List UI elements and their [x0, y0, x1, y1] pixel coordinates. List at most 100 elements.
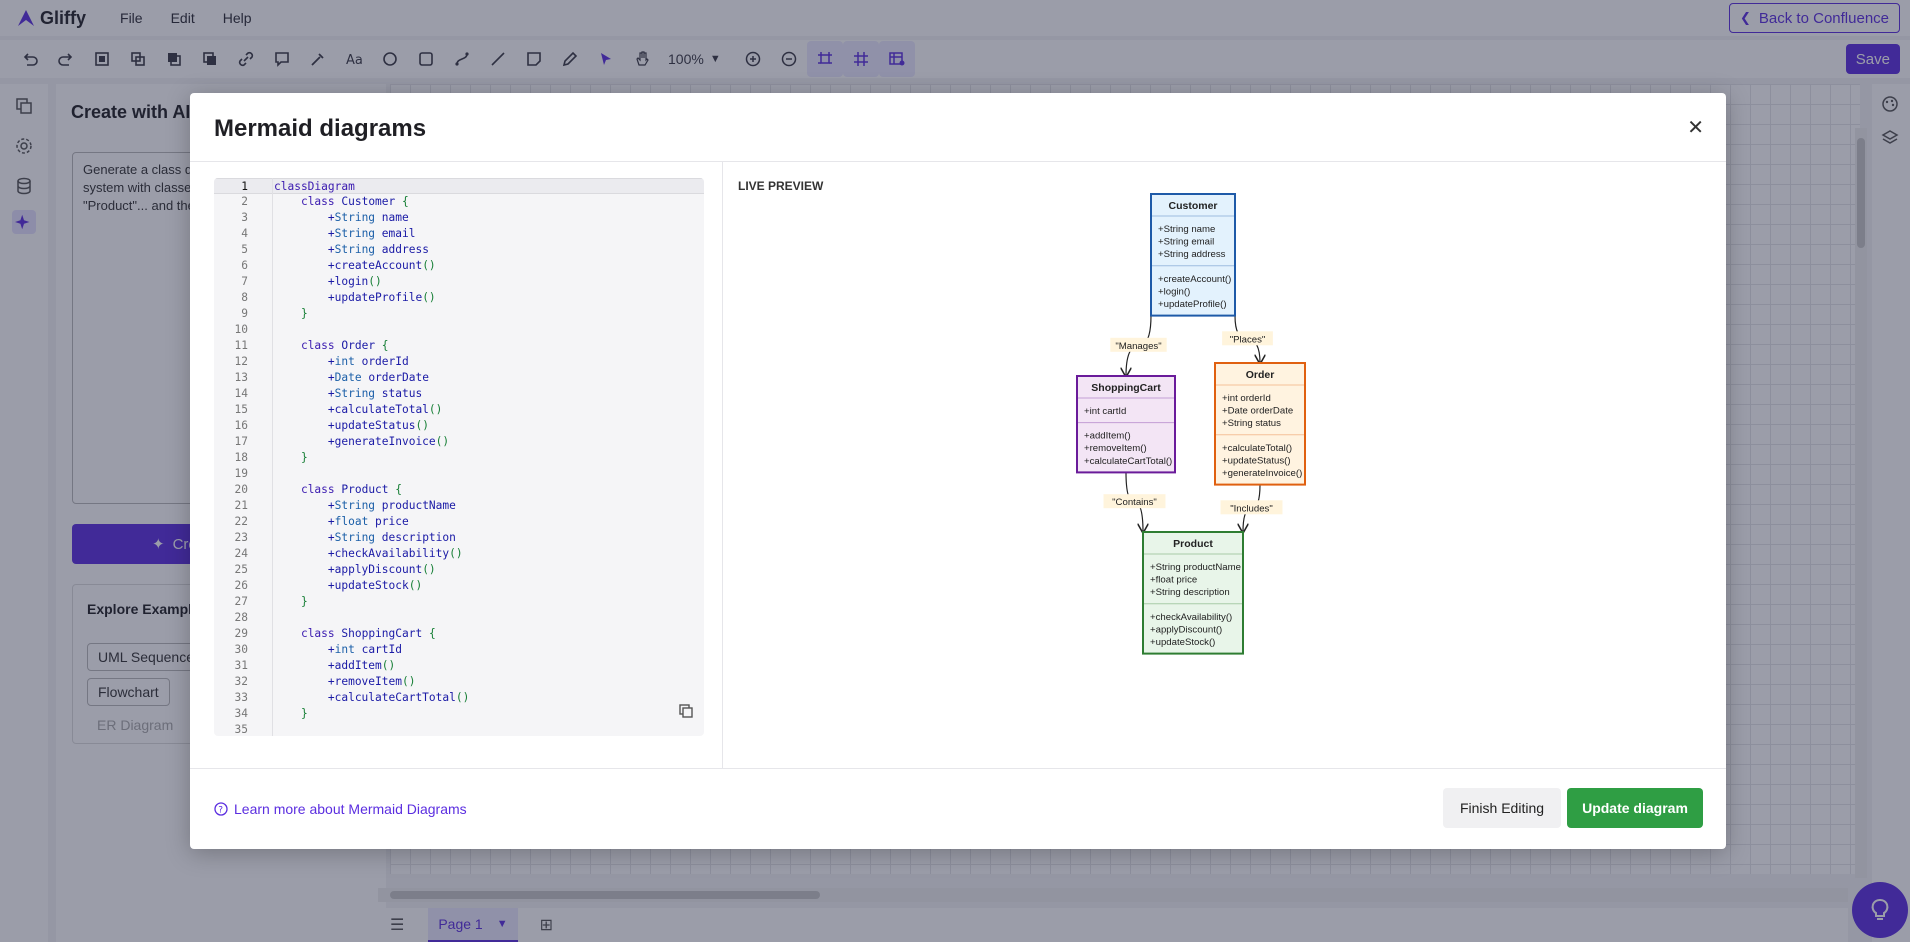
code-line[interactable]: 22 +float price: [214, 514, 704, 530]
layers-icon[interactable]: [1880, 128, 1900, 153]
chevron-down-icon: ▼: [496, 918, 508, 930]
example-er-diagram[interactable]: ER Diagram: [97, 717, 174, 733]
save-button[interactable]: Save: [1845, 44, 1900, 74]
code-line[interactable]: 25 +applyDiscount(): [214, 562, 704, 578]
example-flowchart[interactable]: Flowchart: [87, 678, 170, 706]
code-line[interactable]: 14 +String status: [214, 386, 704, 402]
code-text: class Product {: [300, 483, 403, 496]
help-circle-icon: ?: [214, 802, 228, 816]
menu-edit[interactable]: Edit: [170, 10, 195, 26]
menu-help[interactable]: Help: [222, 10, 252, 26]
snap-icon[interactable]: [806, 41, 843, 77]
vertical-scroll-thumb[interactable]: [1857, 138, 1865, 248]
code-line[interactable]: 15 +calculateTotal(): [214, 402, 704, 418]
relations: "Manages""Places""Contains""Includes": [1103, 315, 1283, 532]
learn-more-link[interactable]: ? Learn more about Mermaid Diagrams: [214, 801, 467, 817]
horizontal-scrollbar[interactable]: [378, 888, 1848, 902]
add-page-icon[interactable]: ⊞: [539, 917, 554, 934]
code-line[interactable]: 23 +String description: [214, 530, 704, 546]
page-bar: ☰ Page 1 ▼ ⊞: [378, 908, 1848, 942]
table-settings-icon[interactable]: [878, 41, 915, 77]
code-line[interactable]: 35: [214, 722, 704, 736]
group-icon[interactable]: [120, 41, 156, 77]
link-icon[interactable]: [228, 41, 264, 77]
code-text: +updateProfile(): [274, 291, 436, 304]
code-line[interactable]: 17 +generateInvoice(): [214, 434, 704, 450]
page-list-icon[interactable]: ☰: [390, 917, 405, 934]
line-icon[interactable]: [480, 41, 516, 77]
back-to-confluence-button[interactable]: ❮ Back to Confluence: [1729, 3, 1900, 33]
comment-icon[interactable]: [264, 41, 300, 77]
rectangle-icon[interactable]: [408, 41, 444, 77]
fit-icon[interactable]: [84, 41, 120, 77]
ai-sparkle-icon[interactable]: [12, 210, 36, 234]
database-icon[interactable]: [12, 174, 36, 198]
eyedropper-icon[interactable]: [300, 41, 336, 77]
code-line[interactable]: 28: [214, 610, 704, 626]
code-line[interactable]: 5 +String address: [214, 242, 704, 258]
pointer-icon[interactable]: [588, 41, 624, 77]
code-line[interactable]: 4 +String email: [214, 226, 704, 242]
sticky-note-icon[interactable]: [516, 41, 552, 77]
zoom-out-icon[interactable]: [771, 41, 807, 77]
code-line[interactable]: 32 +removeItem(): [214, 674, 704, 690]
code-line[interactable]: 30 +int cartId: [214, 642, 704, 658]
finish-editing-button[interactable]: Finish Editing: [1443, 788, 1561, 828]
page-tab[interactable]: Page 1 ▼: [428, 908, 518, 942]
grid-icon[interactable]: [842, 41, 879, 77]
code-line[interactable]: 3 +String name: [214, 210, 704, 226]
horizontal-scroll-thumb[interactable]: [390, 891, 820, 899]
code-line[interactable]: 21 +String productName: [214, 498, 704, 514]
line-number: 12: [234, 355, 248, 368]
pencil-icon[interactable]: [552, 41, 588, 77]
zoom-in-icon[interactable]: [735, 41, 771, 77]
redo-icon[interactable]: [48, 41, 84, 77]
line-number: 26: [234, 579, 248, 592]
gear-icon[interactable]: [12, 134, 36, 158]
code-line[interactable]: 11 class Order {: [214, 338, 704, 354]
line-number: 34: [234, 707, 248, 720]
menu-file[interactable]: File: [120, 10, 143, 26]
code-line[interactable]: 20 class Product {: [214, 482, 704, 498]
code-line[interactable]: 27 }: [214, 594, 704, 610]
code-line[interactable]: 10: [214, 322, 704, 338]
code-line[interactable]: 31 +addItem(): [214, 658, 704, 674]
zoom-select[interactable]: 100%▼: [668, 51, 721, 67]
connector-icon[interactable]: [444, 41, 480, 77]
help-lightbulb-button[interactable]: [1852, 882, 1908, 938]
close-icon[interactable]: ✕: [1687, 117, 1704, 139]
code-line[interactable]: 9 }: [214, 306, 704, 322]
code-line[interactable]: 6 +createAccount(): [214, 258, 704, 274]
pan-hand-icon[interactable]: [624, 41, 660, 77]
zoom-value: 100%: [668, 51, 704, 67]
shapes-icon[interactable]: [12, 94, 36, 118]
vertical-scrollbar[interactable]: [1855, 128, 1867, 878]
code-line[interactable]: 29 class ShoppingCart {: [214, 626, 704, 642]
relation-label-bg: [1220, 500, 1283, 515]
ellipse-icon[interactable]: [372, 41, 408, 77]
line-number: 21: [234, 499, 248, 512]
code-line[interactable]: 26 +updateStock(): [214, 578, 704, 594]
code-line[interactable]: 8 +updateProfile(): [214, 290, 704, 306]
code-line[interactable]: 34 }: [214, 706, 704, 722]
palette-icon[interactable]: [1880, 94, 1900, 119]
code-line[interactable]: 13 +Date orderDate: [214, 370, 704, 386]
copy-icon[interactable]: [678, 703, 694, 724]
code-line[interactable]: 18 }: [214, 450, 704, 466]
code-line[interactable]: 12 +int orderId: [214, 354, 704, 370]
code-line[interactable]: 16 +updateStatus(): [214, 418, 704, 434]
code-line[interactable]: 33 +calculateCartTotal(): [214, 690, 704, 706]
update-diagram-button[interactable]: Update diagram: [1567, 788, 1703, 828]
code-line[interactable]: 7 +login(): [214, 274, 704, 290]
code-line[interactable]: 2 class Customer {: [214, 194, 704, 210]
text-icon[interactable]: Aa: [336, 41, 372, 77]
line-number: 33: [234, 691, 248, 704]
bring-front-icon[interactable]: [156, 41, 192, 77]
code-line[interactable]: 19: [214, 466, 704, 482]
send-back-icon[interactable]: [192, 41, 228, 77]
gliffy-logo[interactable]: Gliffy: [16, 8, 86, 29]
undo-icon[interactable]: [12, 41, 48, 77]
code-line[interactable]: 24 +checkAvailability(): [214, 546, 704, 562]
